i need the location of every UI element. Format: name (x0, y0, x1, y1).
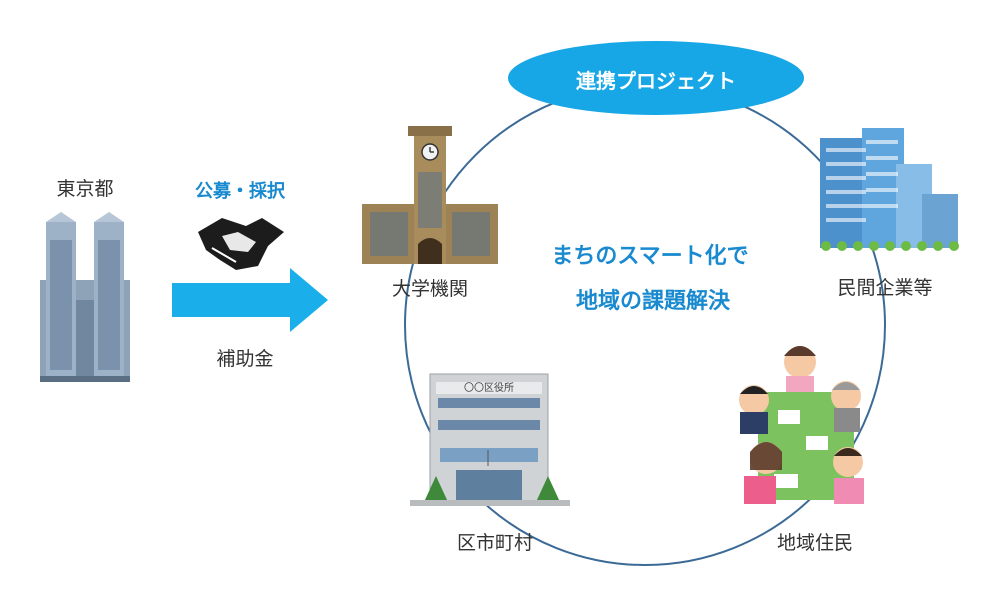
company-buildings-icon (820, 128, 959, 251)
companies-label: 民間企業等 (837, 277, 933, 299)
university-label: 大学機関 (391, 278, 468, 300)
university-building-icon (362, 126, 498, 264)
ward-office-sign: 〇〇区役所 (464, 383, 514, 394)
center-message-line1: まちのスマート化で (551, 244, 749, 269)
residents-meeting-icon (739, 346, 864, 504)
project-ellipse (508, 41, 804, 115)
ward-office-building-icon (410, 373, 570, 506)
project-label: 連携プロジェクト (576, 69, 736, 93)
residents-label: 地域住民 (776, 532, 853, 554)
tokyo-label: 東京都 (56, 178, 114, 200)
handshake-icon (198, 218, 284, 270)
center-message-line2: 地域の課題解決 (575, 289, 730, 314)
offer-adoption-label: 公募・採択 (195, 181, 285, 202)
subsidy-arrow (172, 268, 328, 332)
municipal-label: 区市町村 (456, 532, 533, 554)
subsidy-label: 補助金 (216, 348, 274, 370)
tokyo-building-icon (40, 212, 130, 382)
